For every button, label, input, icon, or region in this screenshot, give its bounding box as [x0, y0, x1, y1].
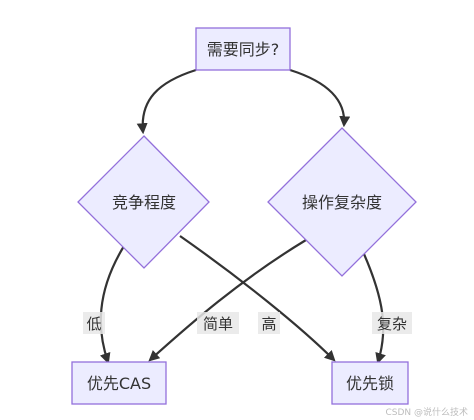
svg-text:优先锁: 优先锁: [346, 374, 394, 393]
svg-text:复杂: 复杂: [377, 315, 407, 333]
node-cas: 优先CAS: [71, 361, 167, 405]
edge-complexity-to-cas-simple: [148, 239, 307, 362]
node-complexity: 操作复杂度: [267, 127, 417, 277]
node-lock: 优先锁: [331, 361, 409, 405]
edge-label-complex: 复杂: [372, 312, 412, 334]
edge-label-high: 高: [258, 312, 280, 334]
svg-text:操作复杂度: 操作复杂度: [302, 193, 382, 212]
edge-label-simple: 简单: [197, 312, 239, 334]
svg-text:竞争程度: 竞争程度: [112, 193, 176, 212]
edge-contention-to-lock-high: [179, 235, 336, 362]
edge-need-sync-to-complexity: [289, 68, 351, 128]
svg-text:低: 低: [86, 315, 101, 333]
edge-label-low: 低: [83, 312, 105, 334]
svg-text:优先CAS: 优先CAS: [87, 374, 151, 393]
node-need-sync: 需要同步?: [195, 27, 291, 71]
csdn-watermark: CSDN @说什么技术: [385, 406, 468, 418]
edge-need-sync-to-contention: [136, 68, 197, 135]
svg-text:简单: 简单: [203, 315, 233, 333]
edge-complexity-to-lock-complex: [362, 253, 386, 365]
node-contention: 竞争程度: [77, 135, 210, 269]
svg-text:高: 高: [261, 315, 276, 333]
svg-text:需要同步?: 需要同步?: [207, 40, 280, 59]
edge-contention-to-cas-low: [99, 245, 125, 365]
